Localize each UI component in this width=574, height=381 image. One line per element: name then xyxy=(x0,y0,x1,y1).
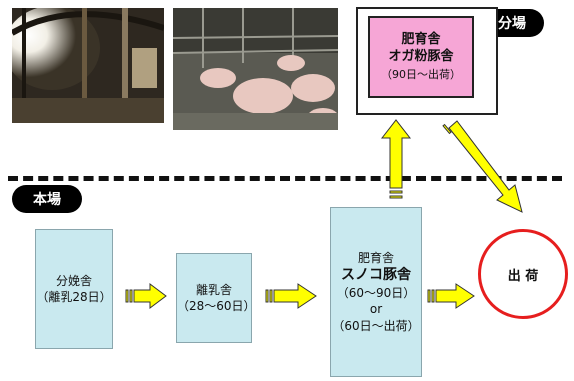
pigs-in-pen-photo xyxy=(173,8,338,130)
box-period: （60〜90日） xyxy=(336,286,416,301)
sawdust-finishing-barn-box: 肥育舎 オガ粉豚舎 （90日〜出荷） xyxy=(368,16,474,98)
arrow-weaning-to-finishing xyxy=(265,283,317,309)
box-title: 離乳舎 xyxy=(195,282,232,297)
slatted-finishing-barn-box: 肥育舎 スノコ豚舎 （60〜90日） or （60日〜出荷） xyxy=(330,207,422,377)
box-period: （離乳28日） xyxy=(36,290,112,304)
box-title: 肥育舎 xyxy=(357,251,394,266)
box-title: 分娩舎 xyxy=(55,273,92,288)
box-period: （28〜60日） xyxy=(177,299,256,313)
arrow-branch-to-shipment xyxy=(442,120,523,213)
arrow-main-to-branch xyxy=(380,119,412,199)
shipment-circle: 出 荷 xyxy=(478,229,568,319)
box-or: or xyxy=(369,302,383,317)
box-period: （90日〜出荷） xyxy=(381,67,461,81)
weaning-barn-box: 離乳舎 （28〜60日） xyxy=(176,253,256,343)
box-subtitle: スノコ豚舎 xyxy=(341,267,411,284)
farrowing-barn-box: 分娩舎 （離乳28日） xyxy=(35,229,113,349)
box-period-alt: （60日〜出荷） xyxy=(332,318,420,333)
arrow-farrowing-to-weaning xyxy=(125,283,167,309)
barn-interior-photo xyxy=(12,8,164,123)
main-farm-label: 本場 xyxy=(12,185,82,213)
box-title: 肥育舎 xyxy=(401,32,441,48)
arrow-finishing-to-shipment xyxy=(427,283,475,309)
box-subtitle: オガ粉豚舎 xyxy=(388,48,454,64)
farm-divider-line xyxy=(8,176,562,181)
